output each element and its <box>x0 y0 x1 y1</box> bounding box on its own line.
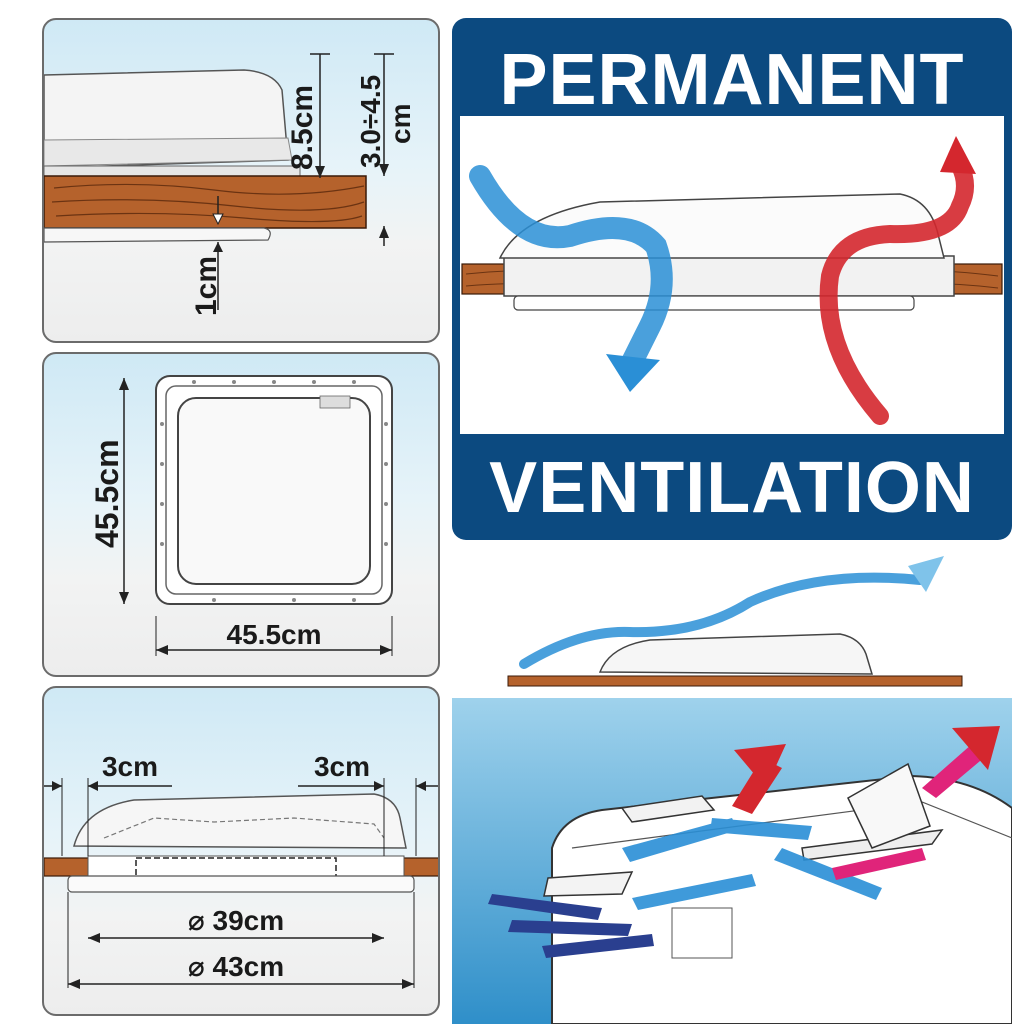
footprint-width-label: 45.5cm <box>227 619 322 650</box>
banner-title-bottom: VENTILATION <box>489 448 975 528</box>
circulating-airflow-arrows <box>622 818 882 910</box>
airflow-drawing <box>461 136 1003 425</box>
vent-lid <box>177 397 371 585</box>
caravan-airflow-scene <box>452 698 1012 1024</box>
vent-frame <box>503 255 955 297</box>
footprint-dimension-drawing: 45.5cm 45.5cm <box>89 375 393 656</box>
roof-thickness-unit: cm <box>385 104 416 144</box>
vent-dome <box>598 633 874 675</box>
cutout-dimension-panel: 3cm 3cm ⌀ 39cm ⌀ 43cm <box>42 686 440 1016</box>
side-panel <box>671 907 733 959</box>
height-dimension-panel: 8.5cm 3.0÷4.5 cm 1cm <box>42 18 440 343</box>
permanent-ventilation-banner: PERMANENT VENTILATION <box>452 18 1012 540</box>
roof-thickness-label: 3.0÷4.5 <box>355 75 386 168</box>
airflow-arrowhead <box>908 556 944 592</box>
vent-skirt <box>44 137 293 167</box>
vent-base-flange <box>44 165 301 177</box>
interior-frame <box>513 295 915 311</box>
roof-wood <box>44 175 367 229</box>
exhaust-airflow-arrows <box>732 726 1000 880</box>
footprint-dimension-panel: 45.5cm 45.5cm <box>42 352 440 677</box>
banner-title-top: PERMANENT <box>499 40 965 120</box>
roof-vent-open-lid <box>847 762 931 849</box>
cutout-dimension-drawing: 3cm 3cm ⌀ 39cm ⌀ 43cm <box>44 751 438 989</box>
outer-diameter-label: ⌀ 43cm <box>188 951 284 982</box>
cold-air-arrowhead <box>606 354 660 392</box>
brand-logo <box>319 395 351 409</box>
aerodynamic-flow-illustration <box>507 556 963 687</box>
inner-diameter-label: ⌀ 39cm <box>188 905 284 936</box>
caravan-body <box>551 774 1012 1024</box>
intake-airflow-arrows <box>488 894 654 958</box>
vent-height-label: 8.5cm <box>286 85 319 170</box>
caravan-drawing <box>452 698 1012 1024</box>
roof-wood <box>507 675 963 687</box>
frame-thickness-label: 1cm <box>190 256 223 316</box>
roof-vent-closed <box>620 795 716 823</box>
interior-frame <box>44 227 271 243</box>
left-margin-label: 3cm <box>102 751 158 782</box>
warm-air-flow-arrow <box>819 157 974 425</box>
interior-frame <box>67 875 415 893</box>
side-window <box>543 871 634 897</box>
airflow-arrow <box>519 572 925 669</box>
warm-air-arrowhead <box>940 136 976 174</box>
cold-air-flow-arrow <box>469 165 673 377</box>
airflow-illustration <box>460 116 1004 434</box>
right-margin-label: 3cm <box>314 751 370 782</box>
height-dimension-drawing: 8.5cm 3.0÷4.5 cm 1cm <box>44 53 416 316</box>
footprint-height-label: 45.5cm <box>89 439 125 548</box>
